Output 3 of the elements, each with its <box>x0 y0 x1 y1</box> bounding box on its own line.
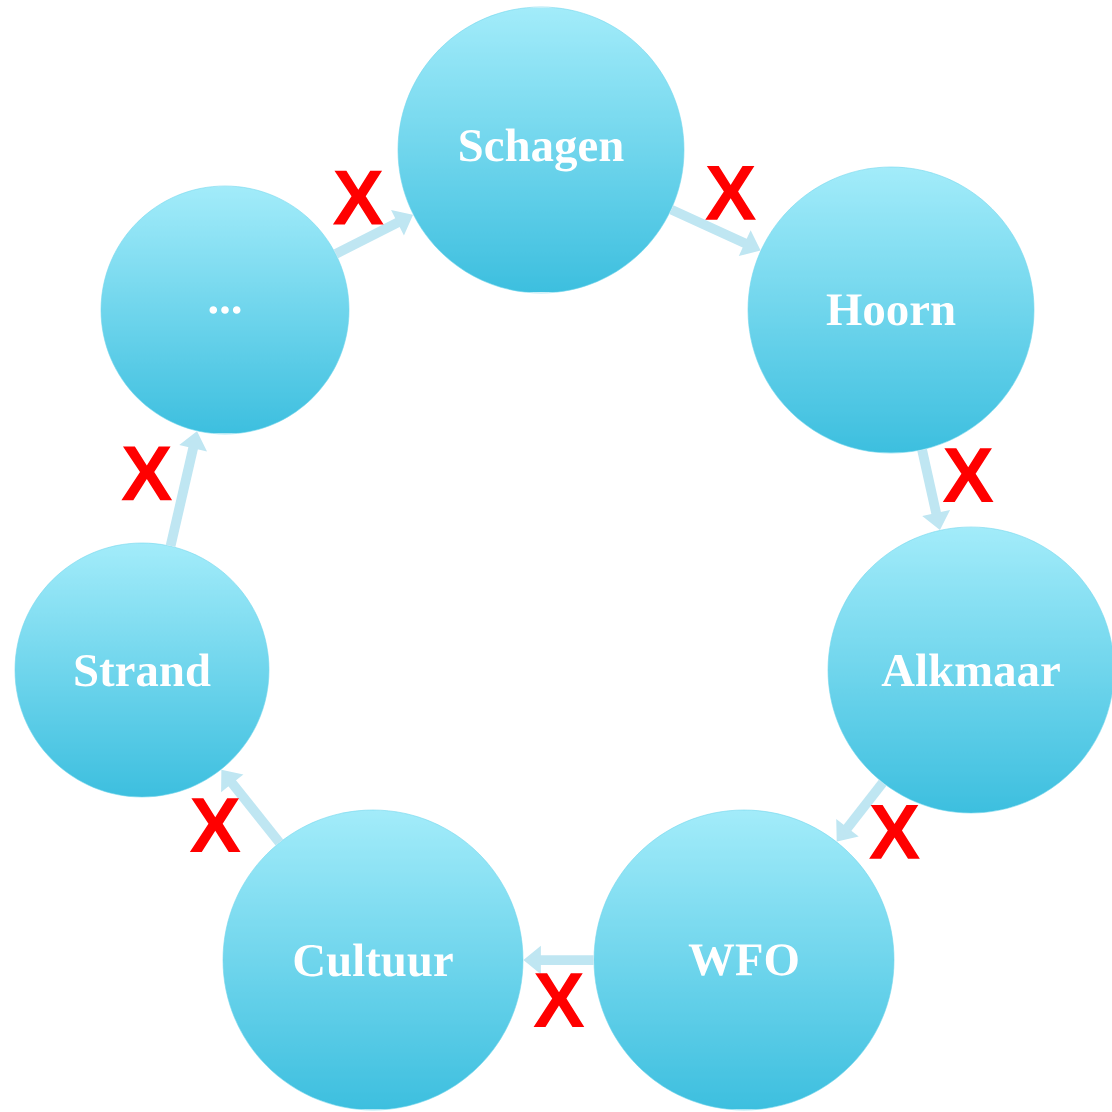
edge-label: X <box>121 446 173 501</box>
edge-label: X <box>533 973 585 1027</box>
arrow <box>836 779 887 842</box>
